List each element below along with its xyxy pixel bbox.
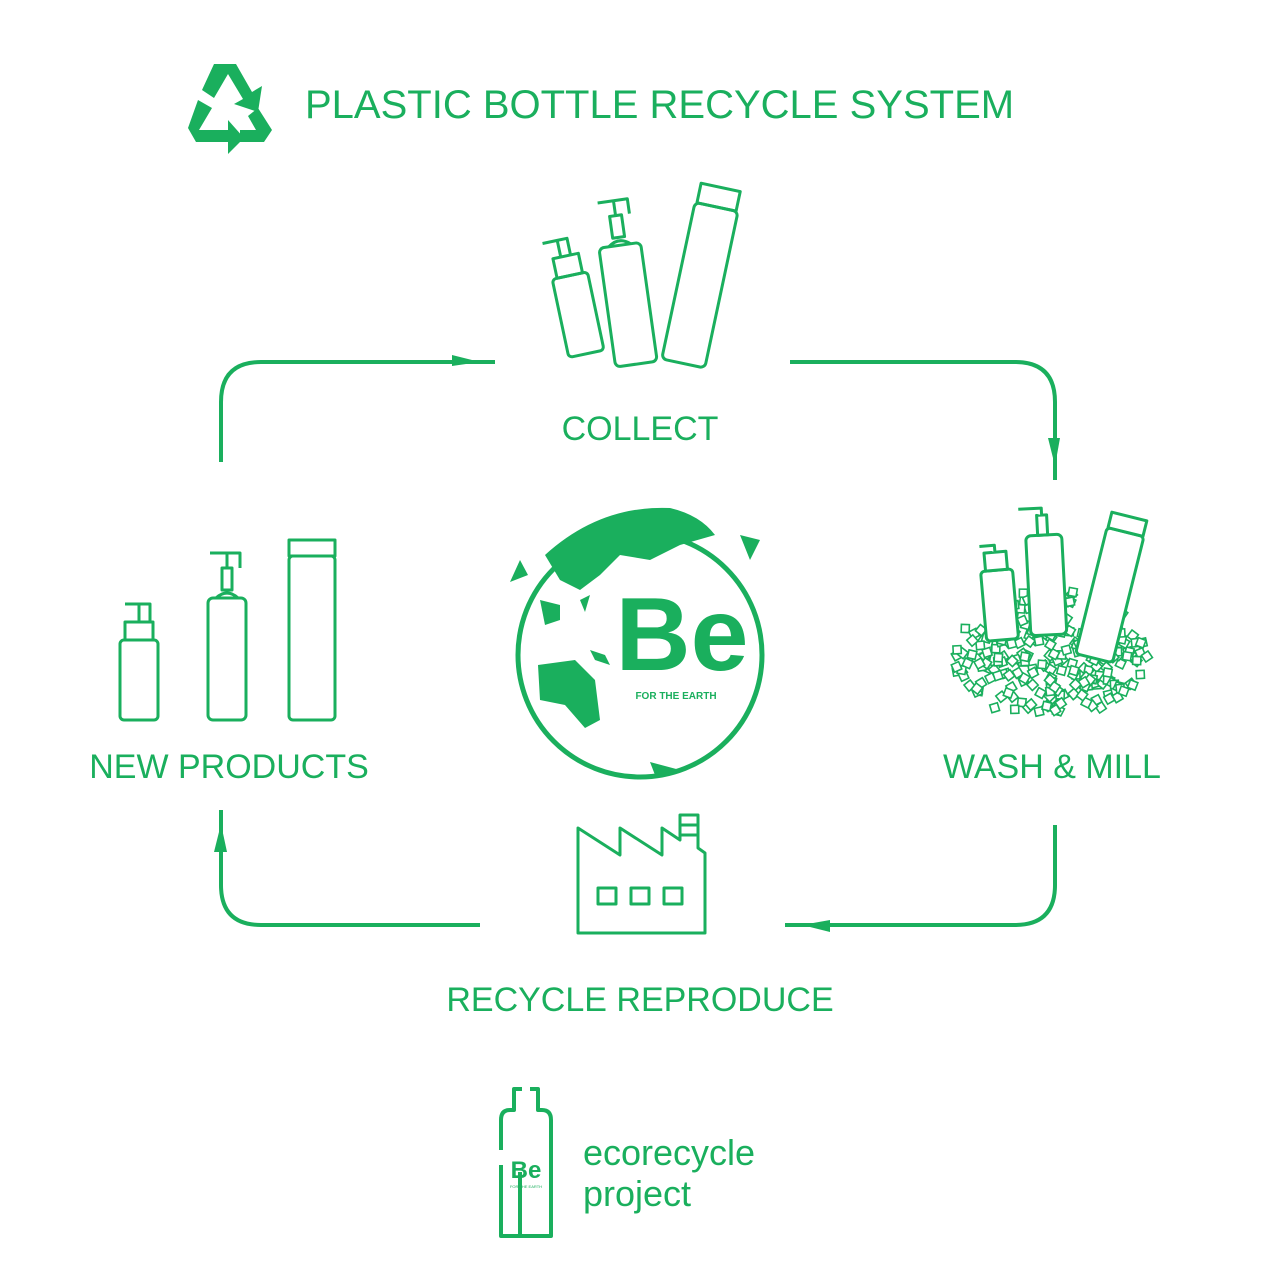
pellet — [1043, 638, 1058, 652]
pellet — [1077, 675, 1091, 689]
footer-logo-line1: ecorecycle — [583, 1132, 755, 1173]
pellet — [1140, 649, 1154, 664]
pellet — [1075, 688, 1089, 702]
pellet — [1102, 692, 1116, 706]
footer-logo-tagline: FOR THE EARTH — [510, 1184, 542, 1189]
pellet — [1017, 671, 1032, 685]
flow-arrow-to-collect — [219, 355, 495, 462]
pellet — [981, 646, 994, 659]
step-collect: COLLECT — [562, 410, 719, 448]
step-new-products: NEW PRODUCTS — [89, 748, 369, 786]
pellet — [972, 656, 986, 671]
pellet — [1047, 647, 1061, 661]
pellet — [974, 623, 988, 637]
pellet — [1041, 700, 1053, 712]
pellet — [1067, 586, 1079, 598]
flow-arrow-to-new-products — [214, 810, 480, 927]
pellet — [1024, 697, 1038, 712]
footer-logo-line2: project — [583, 1173, 691, 1214]
pellet — [1102, 667, 1114, 679]
pellet — [966, 648, 978, 661]
new-products-icon — [118, 538, 337, 722]
pellet — [1022, 634, 1037, 649]
step-recycle-reproduce: RECYCLE REPRODUCE — [446, 981, 833, 1019]
pellet — [1135, 669, 1146, 680]
pellet — [1019, 651, 1031, 663]
pellet — [1016, 614, 1029, 628]
pellet — [1117, 684, 1130, 698]
pellet — [1126, 678, 1139, 692]
pellet — [1131, 655, 1142, 666]
pellet — [991, 669, 1005, 682]
page-title: PLASTIC BOTTLE RECYCLE SYSTEM — [305, 83, 1014, 127]
pellet — [965, 633, 980, 648]
pellet — [1055, 664, 1068, 677]
pellet — [1005, 654, 1020, 668]
flow-arrow-to-factory — [785, 825, 1057, 932]
pellet — [1009, 704, 1020, 715]
center-logo-mark: Be — [616, 577, 749, 693]
flow-arrow-to-wash — [790, 360, 1060, 480]
pellet — [961, 657, 974, 670]
pellet — [1026, 666, 1040, 680]
pellet — [975, 640, 986, 651]
pellet — [1121, 650, 1133, 662]
pellet — [960, 623, 971, 634]
pellet — [952, 644, 963, 655]
pellet — [1054, 696, 1068, 711]
pellet — [970, 681, 984, 696]
bottles-icon — [542, 181, 742, 369]
footer-bottle-logo — [499, 1087, 553, 1238]
pellet — [988, 701, 1001, 714]
footer-logo-mark: Be — [511, 1157, 542, 1184]
pellet — [1033, 686, 1048, 700]
pellet — [1033, 635, 1045, 647]
pellet — [1036, 659, 1048, 670]
pellet — [1002, 668, 1016, 682]
pellet — [950, 660, 963, 674]
pellet — [1025, 678, 1040, 692]
pellet — [1134, 636, 1147, 649]
pellet — [993, 652, 1004, 663]
step-wash-mill: WASH & MILL — [943, 748, 1161, 786]
pellet — [1043, 673, 1057, 687]
washed-bottles-icon — [979, 506, 1149, 664]
pellet — [1060, 644, 1073, 656]
factory-icon — [576, 813, 707, 935]
pellet — [1002, 686, 1015, 700]
globe-icon — [510, 507, 765, 780]
center-logo-tagline: FOR THE EARTH — [635, 691, 716, 702]
pellet — [1068, 664, 1080, 677]
recycle-icon — [188, 64, 272, 154]
pellet — [1094, 700, 1108, 715]
